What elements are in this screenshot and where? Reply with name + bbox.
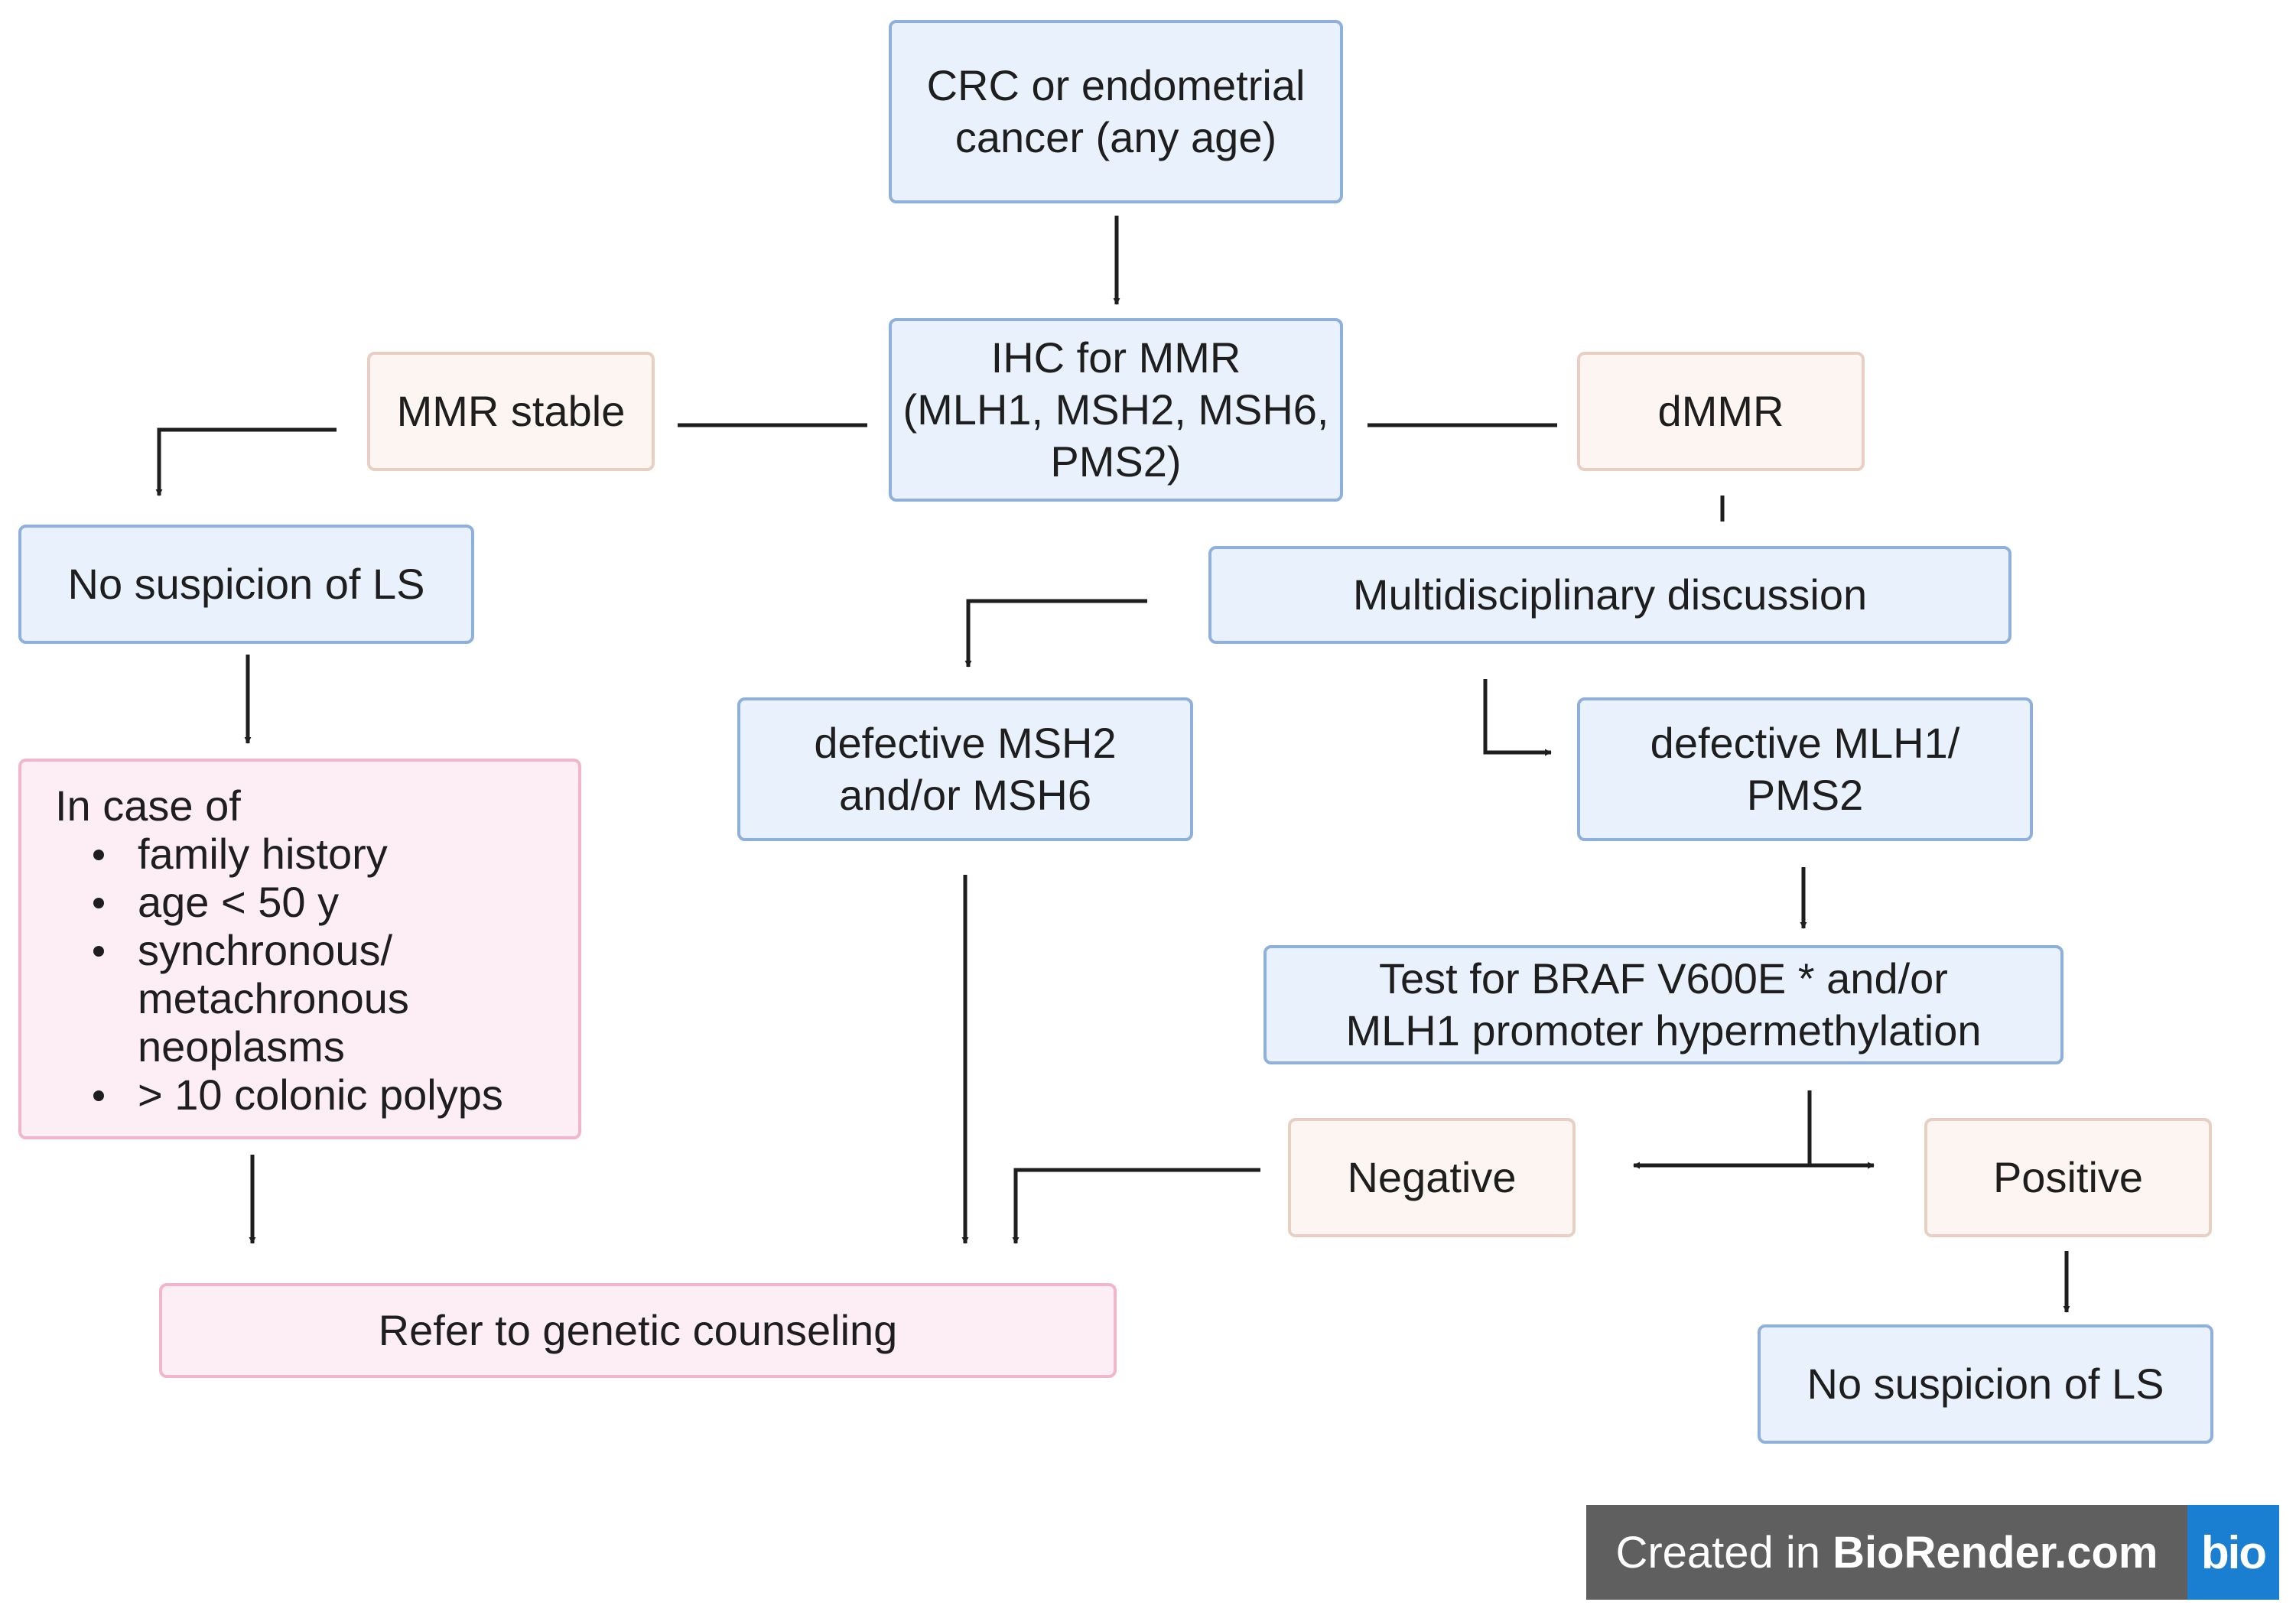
badge-prefix: Created in bbox=[1615, 1527, 1821, 1578]
braf-test-node: Test for BRAF V600E * and/or MLH1 promot… bbox=[1263, 945, 2063, 1064]
condition-item: > 10 colonic polyps bbox=[93, 1071, 503, 1119]
arrow-discussion-to-msh2 bbox=[964, 599, 1147, 668]
mmr-stable-node: MMR stable bbox=[367, 352, 655, 471]
msh2-msh6-node: defective MSH2 and/or MSH6 bbox=[737, 697, 1193, 841]
no-suspicion-left-node: No suspicion of LS bbox=[18, 525, 474, 644]
badge-brand: BioRender.com bbox=[1833, 1527, 2158, 1578]
arrow-negative-to-refer bbox=[1012, 1168, 1260, 1244]
positive-node: Positive bbox=[1924, 1118, 2212, 1237]
no-suspicion-right-node: No suspicion of LS bbox=[1758, 1324, 2213, 1444]
conditions-node: In case of family history age < 50 y syn… bbox=[18, 759, 581, 1139]
refer-node: Refer to genetic counseling bbox=[159, 1283, 1117, 1378]
start-node: CRC or endometrial cancer (any age) bbox=[889, 20, 1343, 203]
condition-item: synchronous/ metachronous neoplasms bbox=[93, 926, 503, 1071]
biorender-logo-icon: bio bbox=[2187, 1505, 2279, 1600]
condition-item: age < 50 y bbox=[93, 878, 503, 926]
ihc-node: IHC for MMR (MLH1, MSH2, MSH6, PMS2) bbox=[889, 318, 1343, 502]
arrow-mmr-stable-to-no-suspicion bbox=[155, 427, 337, 496]
multidisciplinary-node: Multidisciplinary discussion bbox=[1208, 546, 2011, 644]
conditions-heading: In case of bbox=[55, 782, 241, 830]
badge-text: Created in BioRender.com bbox=[1586, 1505, 2187, 1600]
arrow-discussion-to-mlh1 bbox=[1483, 679, 1552, 756]
negative-node: Negative bbox=[1288, 1118, 1576, 1237]
conditions-list: family history age < 50 y synchronous/ m… bbox=[55, 830, 503, 1119]
condition-item: family history bbox=[93, 830, 503, 878]
biorender-badge[interactable]: Created in BioRender.com bio bbox=[1586, 1505, 2279, 1600]
dmmr-node: dMMR bbox=[1577, 352, 1865, 471]
mlh1-pms2-node: defective MLH1/ PMS2 bbox=[1577, 697, 2033, 841]
